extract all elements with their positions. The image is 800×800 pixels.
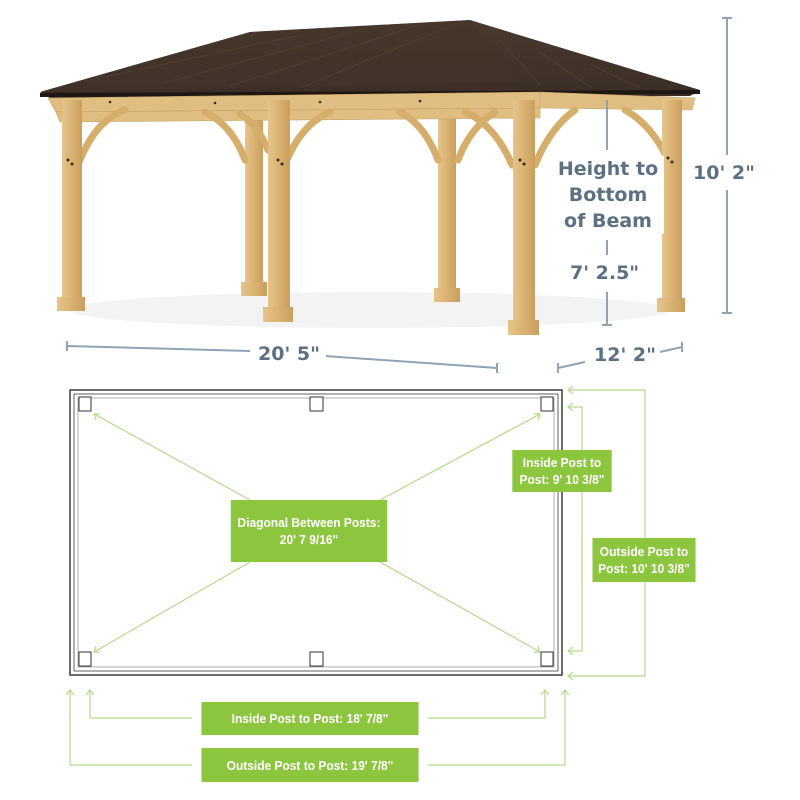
overall-length-label: 20' 5" [252, 345, 326, 364]
diagonal-callout: Diagonal Between Posts: 20' 7 9/16" [230, 500, 388, 562]
beam-height-value: 7' 2.5" [570, 262, 640, 285]
plan-posts [78, 396, 554, 667]
overall-width-label: 12' 2" [590, 346, 660, 365]
overall-height-label: 10' 2" [693, 162, 755, 185]
beam-height-caption: Height to Bottom of Beam [552, 156, 664, 234]
outside-length-callout: Outside Post to Post: 19' 7/8" [201, 748, 419, 782]
back-posts [241, 100, 460, 302]
inside-length-callout: Inside Post to Post: 18' 7/8" [201, 702, 419, 735]
arrow-heads [65, 385, 574, 696]
measurement-arrows [69, 389, 646, 766]
outside-width-callout: Outside Post to Post: 10' 10 3/8" [592, 538, 696, 582]
beams [47, 91, 696, 123]
braces [74, 106, 672, 169]
dimension-lines [66, 17, 732, 373]
front-posts [57, 100, 685, 335]
roof [39, 20, 701, 98]
inside-width-callout: Inside Post to Post: 9' 10 3/8" [512, 450, 612, 492]
